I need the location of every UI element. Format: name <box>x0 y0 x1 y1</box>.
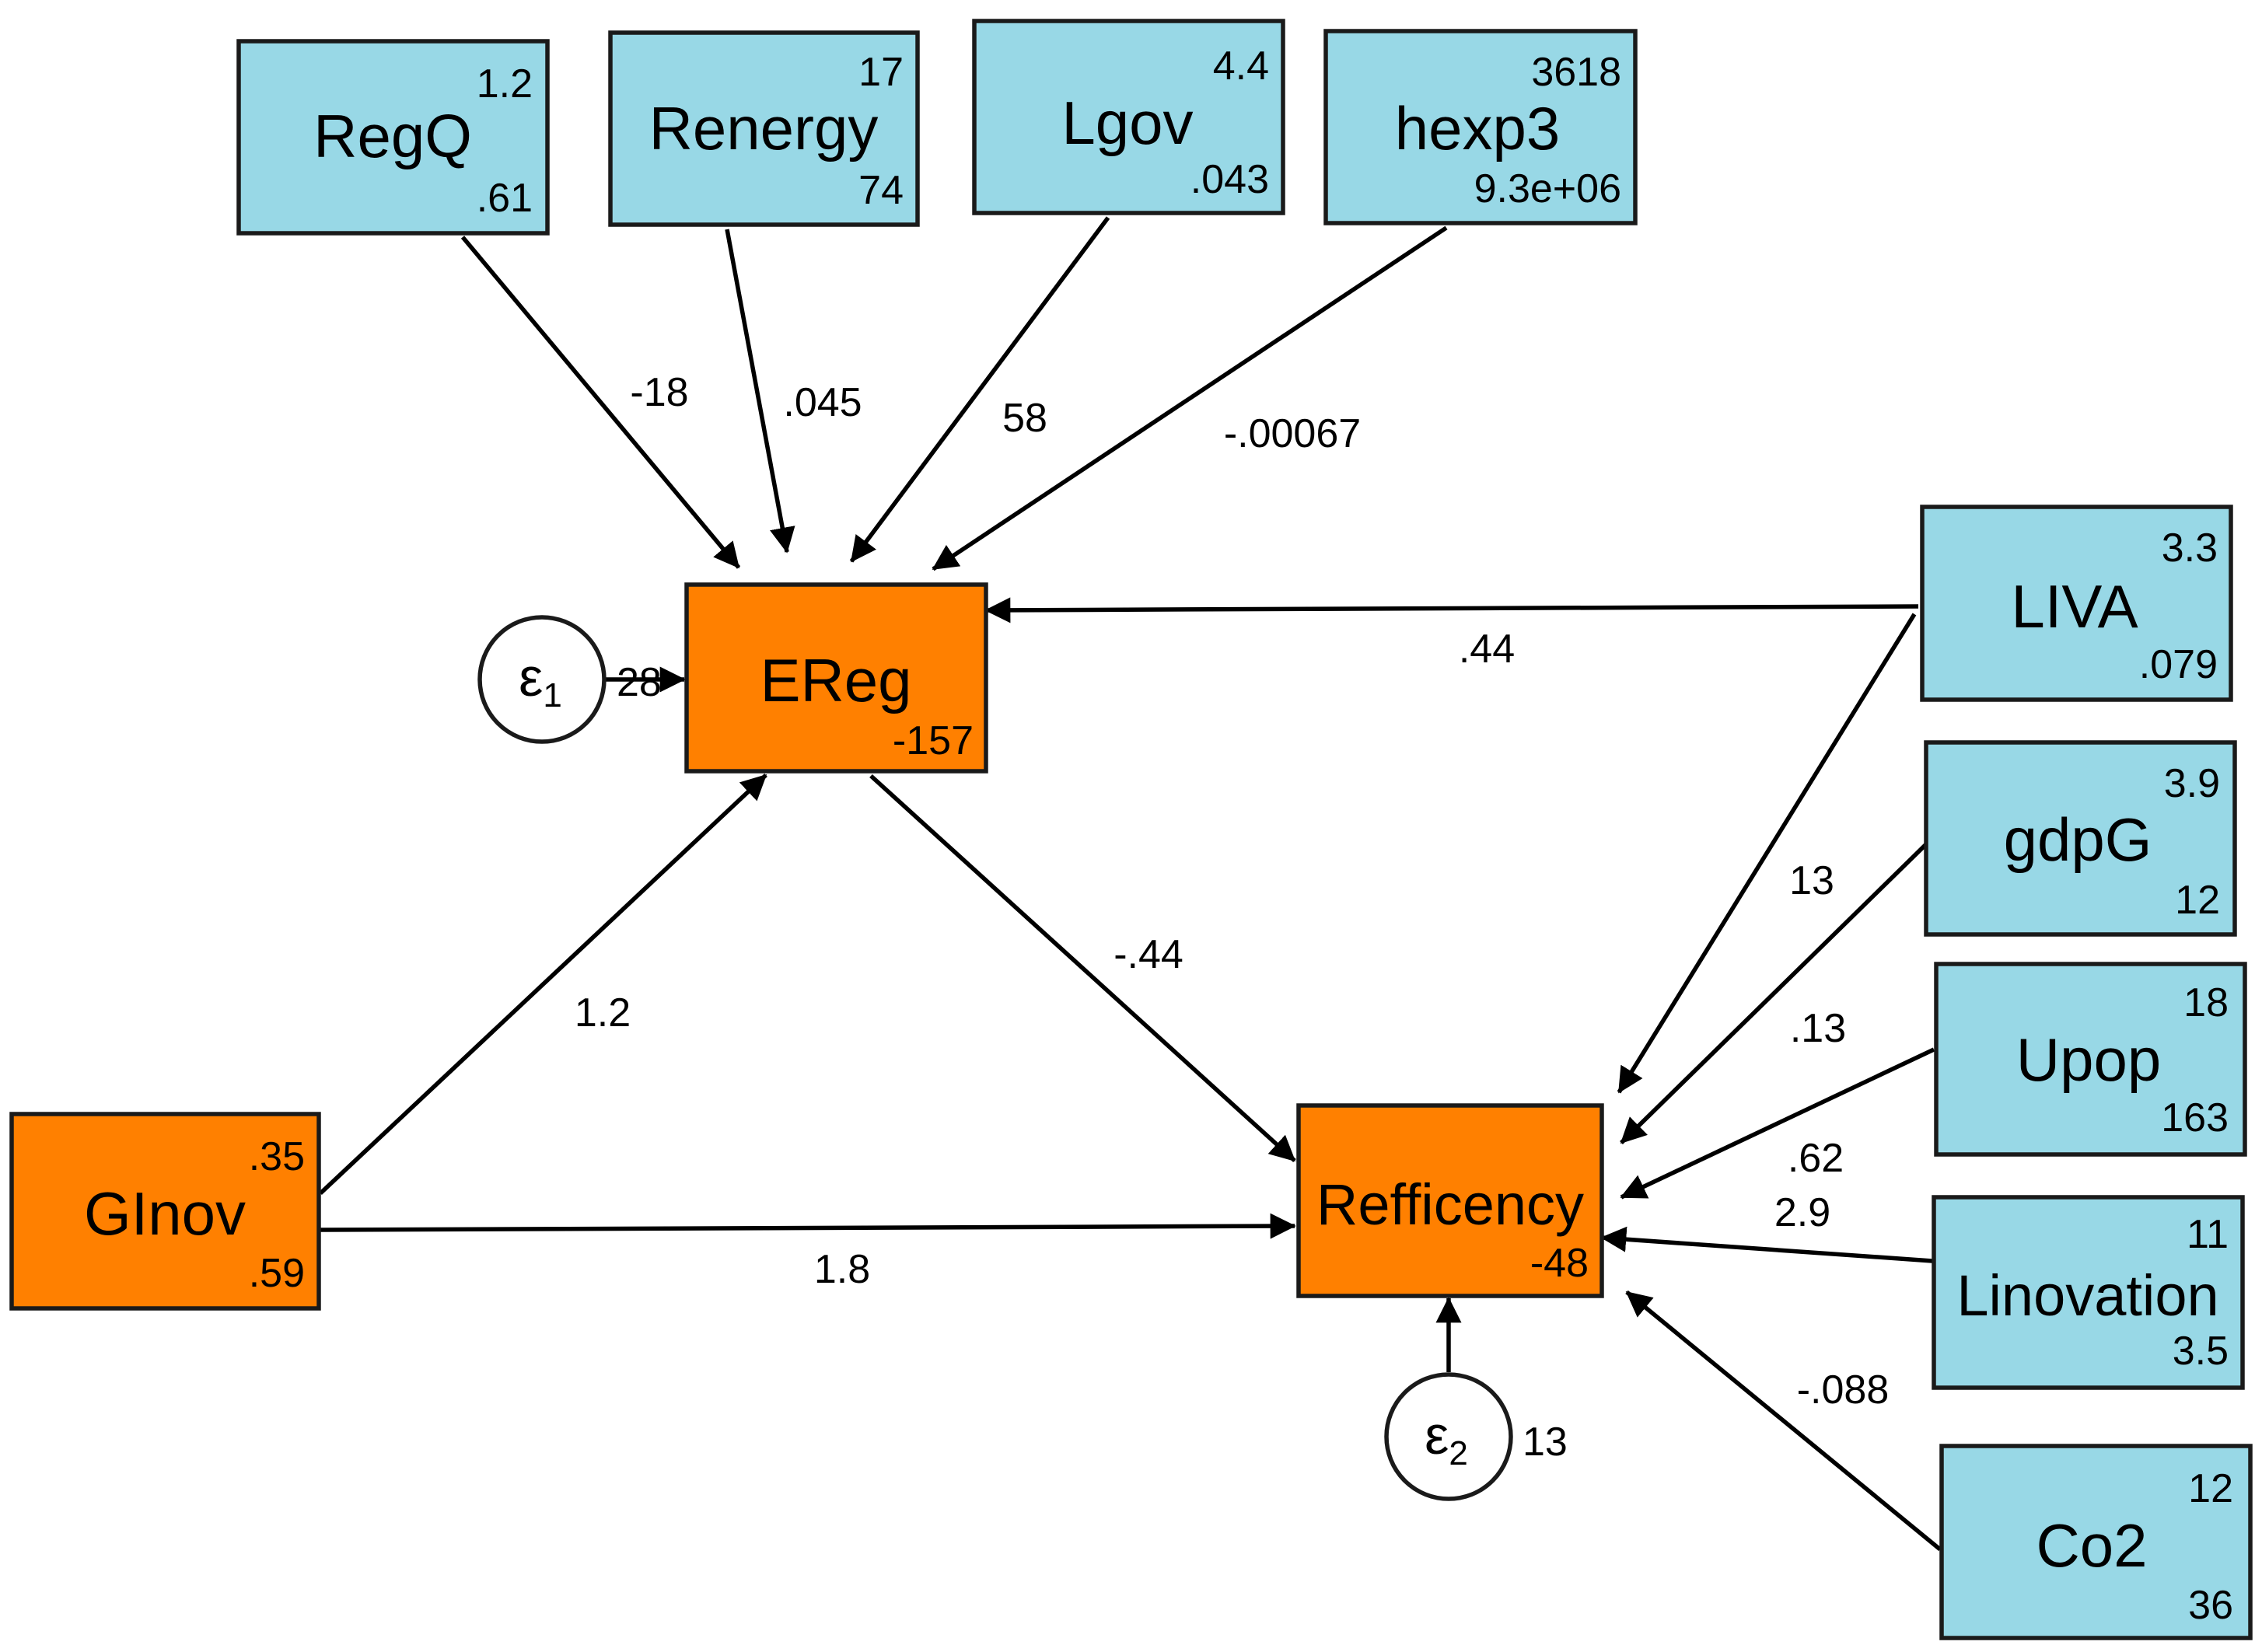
arrow-renergy-ereg <box>725 229 795 554</box>
node-refficency-box <box>1296 1103 1604 1298</box>
coef-regq-ereg: -18 <box>630 370 688 415</box>
node-linovation-variance: 3.5 <box>2173 1329 2229 1374</box>
arrow-ereg-refficency <box>869 774 1296 1163</box>
arrow-ginov-refficency <box>318 1213 1296 1239</box>
node-upop-box <box>1934 962 2247 1157</box>
coef-liva-ereg: .44 <box>1459 627 1515 672</box>
node-hexp3-variance: 9.3e+06 <box>1474 166 1621 211</box>
node-renergy-variance: 74 <box>858 168 904 213</box>
node-lgov[interactable]: Lgov 4.4 .043 <box>972 19 1285 215</box>
error-e2-circle <box>1384 1372 1513 1501</box>
node-ginov-label: GInov <box>84 1179 246 1248</box>
node-ereg-intercept: -157 <box>893 718 974 763</box>
node-linovation-box <box>1932 1195 2245 1390</box>
error-e1-variance: 28 <box>617 660 662 705</box>
node-ginov[interactable]: GInov .35 .59 <box>9 1112 321 1311</box>
node-refficency-label: Refficency <box>1316 1172 1584 1237</box>
coef-hexp3-ereg: -.00067 <box>1224 411 1361 456</box>
node-refficency-intercept: -48 <box>1530 1241 1589 1286</box>
coef-ginov-ereg: 1.2 <box>575 990 631 1036</box>
node-hexp3-mean: 3618 <box>1531 50 1621 95</box>
error-e2[interactable]: ε2 13 <box>1384 1372 1568 1501</box>
node-upop[interactable]: Upop 18 163 <box>1934 962 2247 1157</box>
coef-ereg-refficency: -.44 <box>1114 932 1183 977</box>
node-co2[interactable]: Co2 12 36 <box>1939 1444 2253 1640</box>
node-renergy[interactable]: Renergy 17 74 <box>608 30 920 227</box>
node-co2-mean: 12 <box>2188 1466 2233 1511</box>
node-upop-mean: 18 <box>2183 980 2229 1025</box>
arrow-hexp3-ereg <box>932 225 1448 571</box>
arrow-gdpg-refficency <box>1620 842 1928 1144</box>
node-regq[interactable]: RegQ 1.2 .61 <box>236 39 550 236</box>
node-gdpg-mean: 3.9 <box>2164 761 2220 806</box>
node-hexp3[interactable]: hexp3 3618 9.3e+06 <box>1323 29 1638 225</box>
node-ginov-box <box>9 1112 321 1311</box>
node-renergy-box <box>608 30 920 227</box>
node-hexp3-box <box>1323 29 1638 225</box>
path-coefficients: -18 .045 58 -.00067 .44 1.2 -.44 1.8 13 … <box>575 370 1889 1413</box>
node-ereg-box <box>684 582 988 774</box>
arrow-liva-refficency <box>1617 613 1917 1094</box>
node-upop-label: Upop <box>2016 1025 2161 1094</box>
node-ereg-label: EReg <box>760 646 911 714</box>
node-gdpg-variance: 12 <box>2175 878 2220 923</box>
node-regq-mean: 1.2 <box>477 61 533 107</box>
error-e2-variance: 13 <box>1523 1420 1568 1465</box>
node-ginov-mean: .35 <box>249 1134 305 1179</box>
node-lgov-label: Lgov <box>1061 89 1193 157</box>
node-co2-label: Co2 <box>2036 1511 2147 1580</box>
node-lgov-mean: 4.4 <box>1213 44 1269 89</box>
error-e2-symbol: ε2 <box>1425 1405 1468 1472</box>
node-regq-box <box>236 39 550 236</box>
coef-ginov-refficency: 1.8 <box>814 1247 870 1292</box>
node-lgov-box <box>972 19 1285 215</box>
node-gdpg-box <box>1924 740 2237 937</box>
path-arrows <box>318 216 1942 1552</box>
node-co2-variance: 36 <box>2188 1583 2233 1628</box>
arrow-co2-refficency <box>1625 1290 1942 1552</box>
node-liva-box <box>1920 505 2233 702</box>
node-lgov-variance: .043 <box>1190 157 1269 202</box>
node-co2-box <box>1939 1444 2253 1640</box>
arrow-lgov-ereg <box>849 216 1110 563</box>
arrow-linovation-refficency <box>1600 1226 1933 1263</box>
node-liva-label: LIVA <box>2011 572 2138 641</box>
node-ereg[interactable]: EReg -157 <box>684 582 988 774</box>
arrow-ginov-ereg <box>319 773 767 1196</box>
coef-lgov-ereg: 58 <box>1002 396 1047 441</box>
node-regq-variance: .61 <box>477 176 533 221</box>
coef-co2-refficency: -.088 <box>1797 1367 1890 1413</box>
node-hexp3-label: hexp3 <box>1395 94 1561 162</box>
node-renergy-label: Renergy <box>649 94 879 162</box>
arrow-liva-ereg <box>984 597 1919 623</box>
node-renergy-mean: 17 <box>858 50 904 95</box>
node-refficency[interactable]: Refficency -48 <box>1296 1103 1604 1298</box>
node-ginov-variance: .59 <box>249 1251 305 1296</box>
error-e1-symbol: ε1 <box>519 647 562 714</box>
arrow-upop-refficency <box>1620 1047 1935 1200</box>
node-linovation[interactable]: Linovation 11 3.5 <box>1932 1195 2245 1390</box>
node-regq-label: RegQ <box>313 102 472 170</box>
node-gdpg-label: gdpG <box>2004 805 2152 874</box>
node-liva[interactable]: LIVA 3.3 .079 <box>1920 505 2233 702</box>
coef-linovation-refficency: 2.9 <box>1774 1190 1830 1235</box>
coef-gdpg-refficency: .13 <box>1790 1006 1846 1051</box>
node-linovation-mean: 11 <box>2187 1212 2229 1257</box>
error-e1-circle <box>477 615 607 744</box>
node-gdpg[interactable]: gdpG 3.9 12 <box>1924 740 2237 937</box>
node-upop-variance: 163 <box>2161 1095 2229 1140</box>
node-linovation-label: Linovation <box>1956 1263 2218 1328</box>
node-liva-variance: .079 <box>2139 642 2218 687</box>
coef-upop-refficency: .62 <box>1788 1136 1844 1181</box>
node-liva-mean: 3.3 <box>2162 526 2218 571</box>
error-e1[interactable]: ε1 28 <box>477 615 662 744</box>
coef-renergy-ereg: .045 <box>783 380 862 425</box>
arrow-regq-ereg <box>460 236 741 569</box>
coef-liva-refficency: 13 <box>1789 858 1834 903</box>
